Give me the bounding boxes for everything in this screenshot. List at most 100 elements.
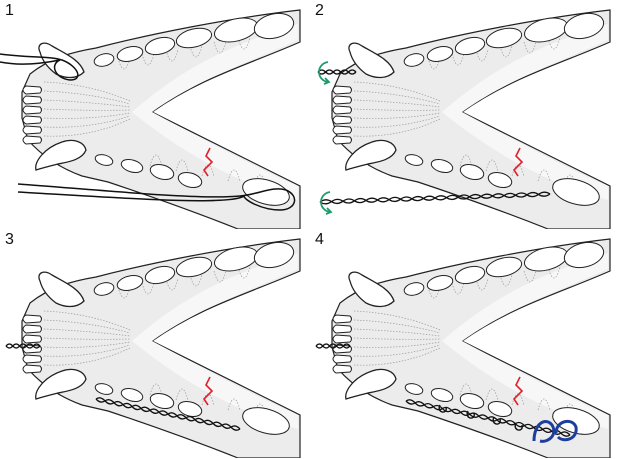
root-line <box>43 115 131 128</box>
upper-teeth <box>403 241 605 296</box>
root-line <box>117 286 131 299</box>
incisors <box>22 85 42 145</box>
root-line <box>237 266 251 279</box>
molar <box>459 393 485 409</box>
twist-arrowhead-icon <box>325 207 333 215</box>
molar <box>177 172 203 188</box>
root-line <box>43 341 131 348</box>
root-line <box>353 90 441 105</box>
inner-cortex <box>442 24 608 200</box>
lower-teeth <box>94 383 290 435</box>
lower-canine <box>345 139 397 171</box>
incisor <box>22 125 42 135</box>
molar <box>485 256 523 278</box>
root-line <box>475 49 489 62</box>
root-line <box>165 278 179 291</box>
panel-label: 3 <box>5 231 14 248</box>
molar <box>149 164 175 180</box>
molar <box>94 154 114 166</box>
molar <box>404 154 424 166</box>
upper-canine <box>348 42 395 79</box>
molar <box>430 387 454 403</box>
tooth-roots <box>43 266 267 416</box>
twisted-wire <box>317 69 357 75</box>
incisor <box>22 105 42 115</box>
molar <box>563 241 605 269</box>
molar <box>426 46 454 62</box>
root-line <box>189 274 203 287</box>
molar <box>552 407 600 435</box>
molar <box>116 275 144 291</box>
upper-canine <box>38 271 85 308</box>
lower-teeth <box>94 154 290 206</box>
incisor <box>332 125 352 135</box>
incisor <box>332 354 352 364</box>
incisor <box>332 115 352 125</box>
wire-loop <box>492 416 501 425</box>
wire-loop-molar <box>17 183 296 211</box>
wire-strand <box>315 344 351 349</box>
root-line <box>547 266 561 279</box>
root-line <box>523 41 537 54</box>
molar <box>242 407 290 435</box>
root-line <box>427 286 441 299</box>
incisor <box>22 95 42 105</box>
molar <box>404 383 424 395</box>
molar <box>454 36 486 56</box>
root-line <box>213 270 227 283</box>
molar <box>177 401 203 417</box>
root-line <box>537 398 551 411</box>
root-line <box>353 344 441 357</box>
mandible-illustration-3 <box>5 238 301 458</box>
lower-canine <box>35 139 87 171</box>
wire-loops <box>438 404 523 431</box>
molar <box>563 12 605 40</box>
molar <box>120 387 144 403</box>
twisted-wire <box>319 191 551 205</box>
mandible-illustration-1 <box>0 9 301 229</box>
root-line <box>43 81 131 102</box>
wire-loop <box>514 422 523 431</box>
incisor <box>22 334 42 344</box>
molar <box>454 265 486 285</box>
root-line <box>175 388 189 401</box>
root-line <box>149 383 163 396</box>
incisor <box>22 364 42 374</box>
fracture-line <box>512 376 524 406</box>
molar <box>149 393 175 409</box>
root-line <box>227 398 241 411</box>
panel-4: 4 <box>310 229 620 458</box>
root-line <box>43 112 131 119</box>
incisor <box>332 105 352 115</box>
upper-canine <box>348 271 395 308</box>
molar <box>253 241 295 269</box>
molar <box>430 158 454 174</box>
mandible-illustration-4 <box>315 238 611 458</box>
highlighted-loops <box>532 419 578 443</box>
incisor <box>332 95 352 105</box>
root-line <box>499 274 513 287</box>
upper-teeth <box>93 12 295 67</box>
wire-loop <box>466 410 475 419</box>
molar <box>485 27 523 49</box>
root-line <box>427 57 441 70</box>
upper-teeth <box>403 12 605 67</box>
twist-arrowhead-icon <box>323 77 331 85</box>
panel-label: 2 <box>315 2 324 19</box>
root-line <box>353 319 441 334</box>
root-line <box>353 81 441 102</box>
molar <box>175 27 213 49</box>
root-line <box>43 344 131 357</box>
root-line <box>523 270 537 283</box>
inner-cortex <box>132 253 298 429</box>
root-line <box>43 90 131 105</box>
root-line <box>117 57 131 70</box>
root-line <box>43 118 131 137</box>
wire-strand <box>405 400 571 437</box>
mandible <box>331 9 611 229</box>
twisted-wire <box>405 399 571 437</box>
lower-teeth <box>404 383 600 435</box>
lower-canine <box>345 368 397 400</box>
root-line <box>141 282 155 295</box>
root-line <box>537 169 551 182</box>
